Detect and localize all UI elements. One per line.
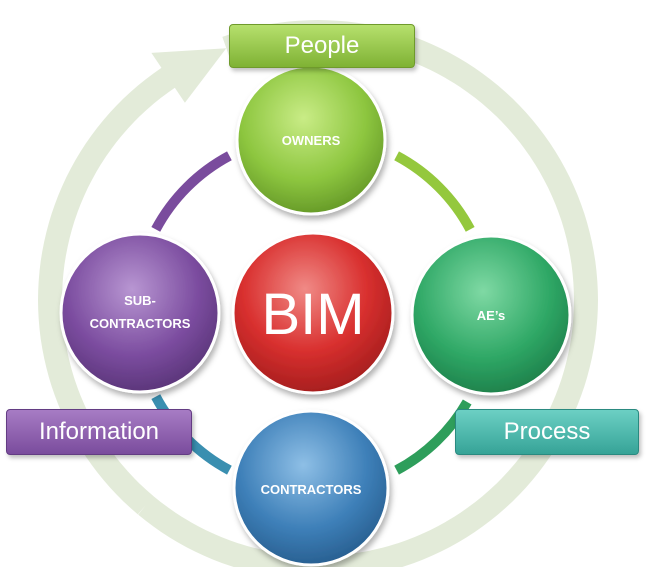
label-information: Information — [6, 409, 192, 455]
center-bim-label: BIM — [261, 282, 364, 347]
node-subcontractors-label-line1: SUB- — [124, 293, 156, 308]
node-owners: OWNERS — [235, 64, 387, 216]
node-contractors-label: CONTRACTORS — [261, 482, 362, 497]
node-aes: AE’s — [410, 234, 572, 396]
label-people: People — [229, 24, 415, 68]
node-owners-label: OWNERS — [282, 133, 341, 148]
node-aes-label: AE’s — [477, 308, 505, 323]
ring-segment-subcontractors-owners — [151, 151, 232, 232]
center-bim: BIM — [231, 231, 395, 395]
node-subcontractors-label-line2: CONTRACTORS — [90, 316, 191, 331]
label-process: Process — [455, 409, 639, 455]
node-contractors: CONTRACTORS — [232, 409, 390, 567]
ring-segment-owners-aes — [394, 151, 475, 232]
node-subcontractors: SUB- CONTRACTORS — [59, 232, 221, 394]
